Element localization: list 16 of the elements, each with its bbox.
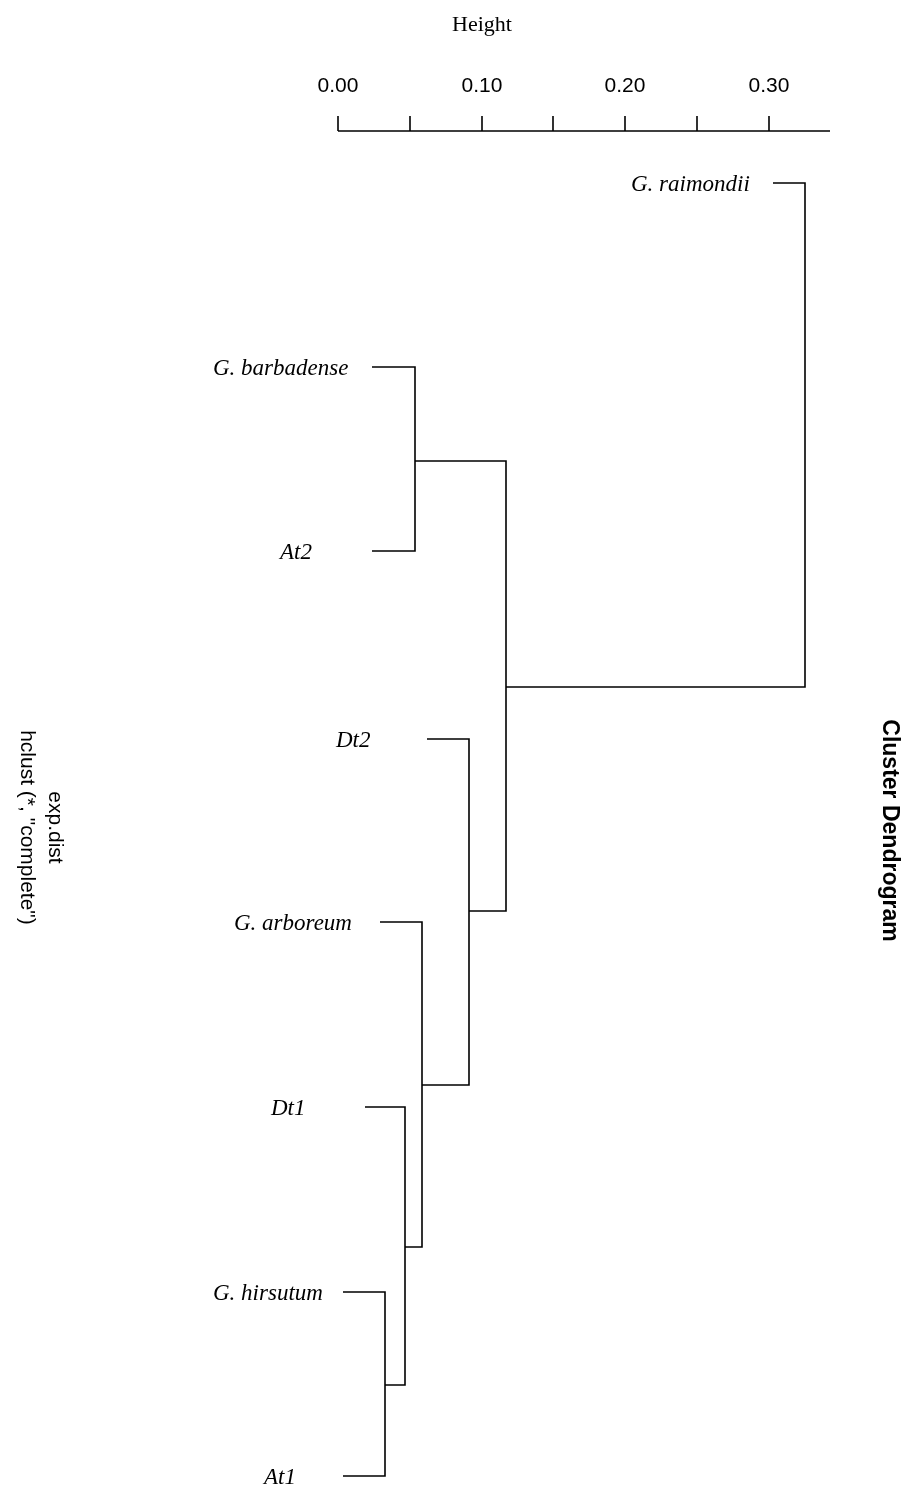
tick-label: 0.30 xyxy=(748,73,790,95)
leaf-label: G. raimondii xyxy=(631,171,750,195)
leaf-label: At2 xyxy=(280,539,312,563)
chart-title: Cluster Dendrogram xyxy=(878,718,902,942)
leaf-label: Dt2 xyxy=(336,727,371,751)
axis-subtitle: exp.dist xyxy=(45,790,67,864)
leaf-label: Dt1 xyxy=(271,1095,306,1119)
leaf-label: G. barbadense xyxy=(213,355,349,379)
leaf-label: At1 xyxy=(264,1464,296,1487)
leaf-label: G. arboreum xyxy=(234,910,352,934)
tick-label: 0.10 xyxy=(461,73,503,95)
leaf-label: G. hirsutum xyxy=(213,1280,323,1304)
method-note: hclust (*, "complete") xyxy=(17,729,39,925)
tick-label: 0.00 xyxy=(317,73,359,95)
tick-label: 0.20 xyxy=(604,73,646,95)
axis-title: Height xyxy=(452,13,512,35)
